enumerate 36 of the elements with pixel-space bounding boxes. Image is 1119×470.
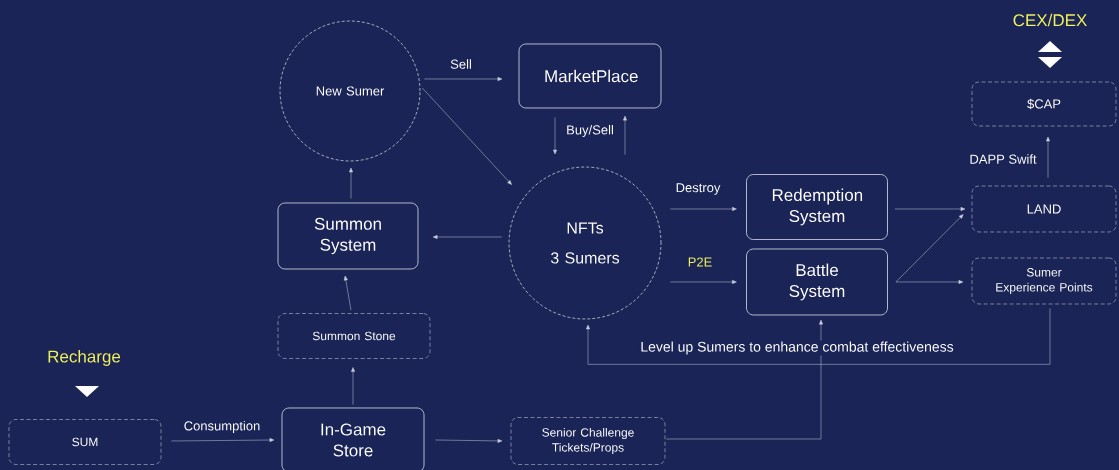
edge-label: Level up Sumers to enhance combat effectiveness xyxy=(639,340,955,356)
arrow xyxy=(670,207,737,211)
process-box: Summon System xyxy=(277,202,419,270)
arrow xyxy=(1046,136,1050,178)
arrow xyxy=(435,439,503,443)
arrow xyxy=(586,308,1051,365)
arrow xyxy=(895,214,964,283)
arrow xyxy=(422,87,512,185)
arrow xyxy=(894,207,966,211)
process-box: MarketPlace xyxy=(518,43,662,109)
dashed-box: Senior Challenge Tickets/Props xyxy=(510,417,666,465)
arrow xyxy=(349,167,353,199)
process-box: In-Game Store xyxy=(281,407,425,470)
edge-label: DAPP Swift xyxy=(968,153,1038,165)
process-box: Battle System xyxy=(746,248,888,316)
arrow xyxy=(343,275,352,311)
edge-label: Destroy xyxy=(674,182,722,196)
arrow xyxy=(670,280,737,284)
arrow xyxy=(666,319,823,440)
arrow xyxy=(424,77,503,81)
dashed-box: Summon Stone xyxy=(277,313,431,359)
arrow xyxy=(895,280,964,284)
edge-label: Sell xyxy=(449,58,473,70)
arrow xyxy=(553,117,557,155)
dashed-box: $CAP xyxy=(971,81,1117,127)
edge-label: P2E xyxy=(686,256,714,268)
arrow xyxy=(623,115,627,155)
arrow xyxy=(351,367,355,405)
process-box: Redemption System xyxy=(746,174,888,240)
dashed-box: SUM xyxy=(8,419,162,465)
dashed-box: Sumer Experience Points xyxy=(971,257,1117,305)
arrow xyxy=(171,438,275,442)
dashed-box: LAND xyxy=(971,185,1117,233)
heading-label: Recharge xyxy=(48,350,121,366)
arrow xyxy=(432,235,502,239)
heading-label: CEX/DEX xyxy=(1013,13,1087,27)
